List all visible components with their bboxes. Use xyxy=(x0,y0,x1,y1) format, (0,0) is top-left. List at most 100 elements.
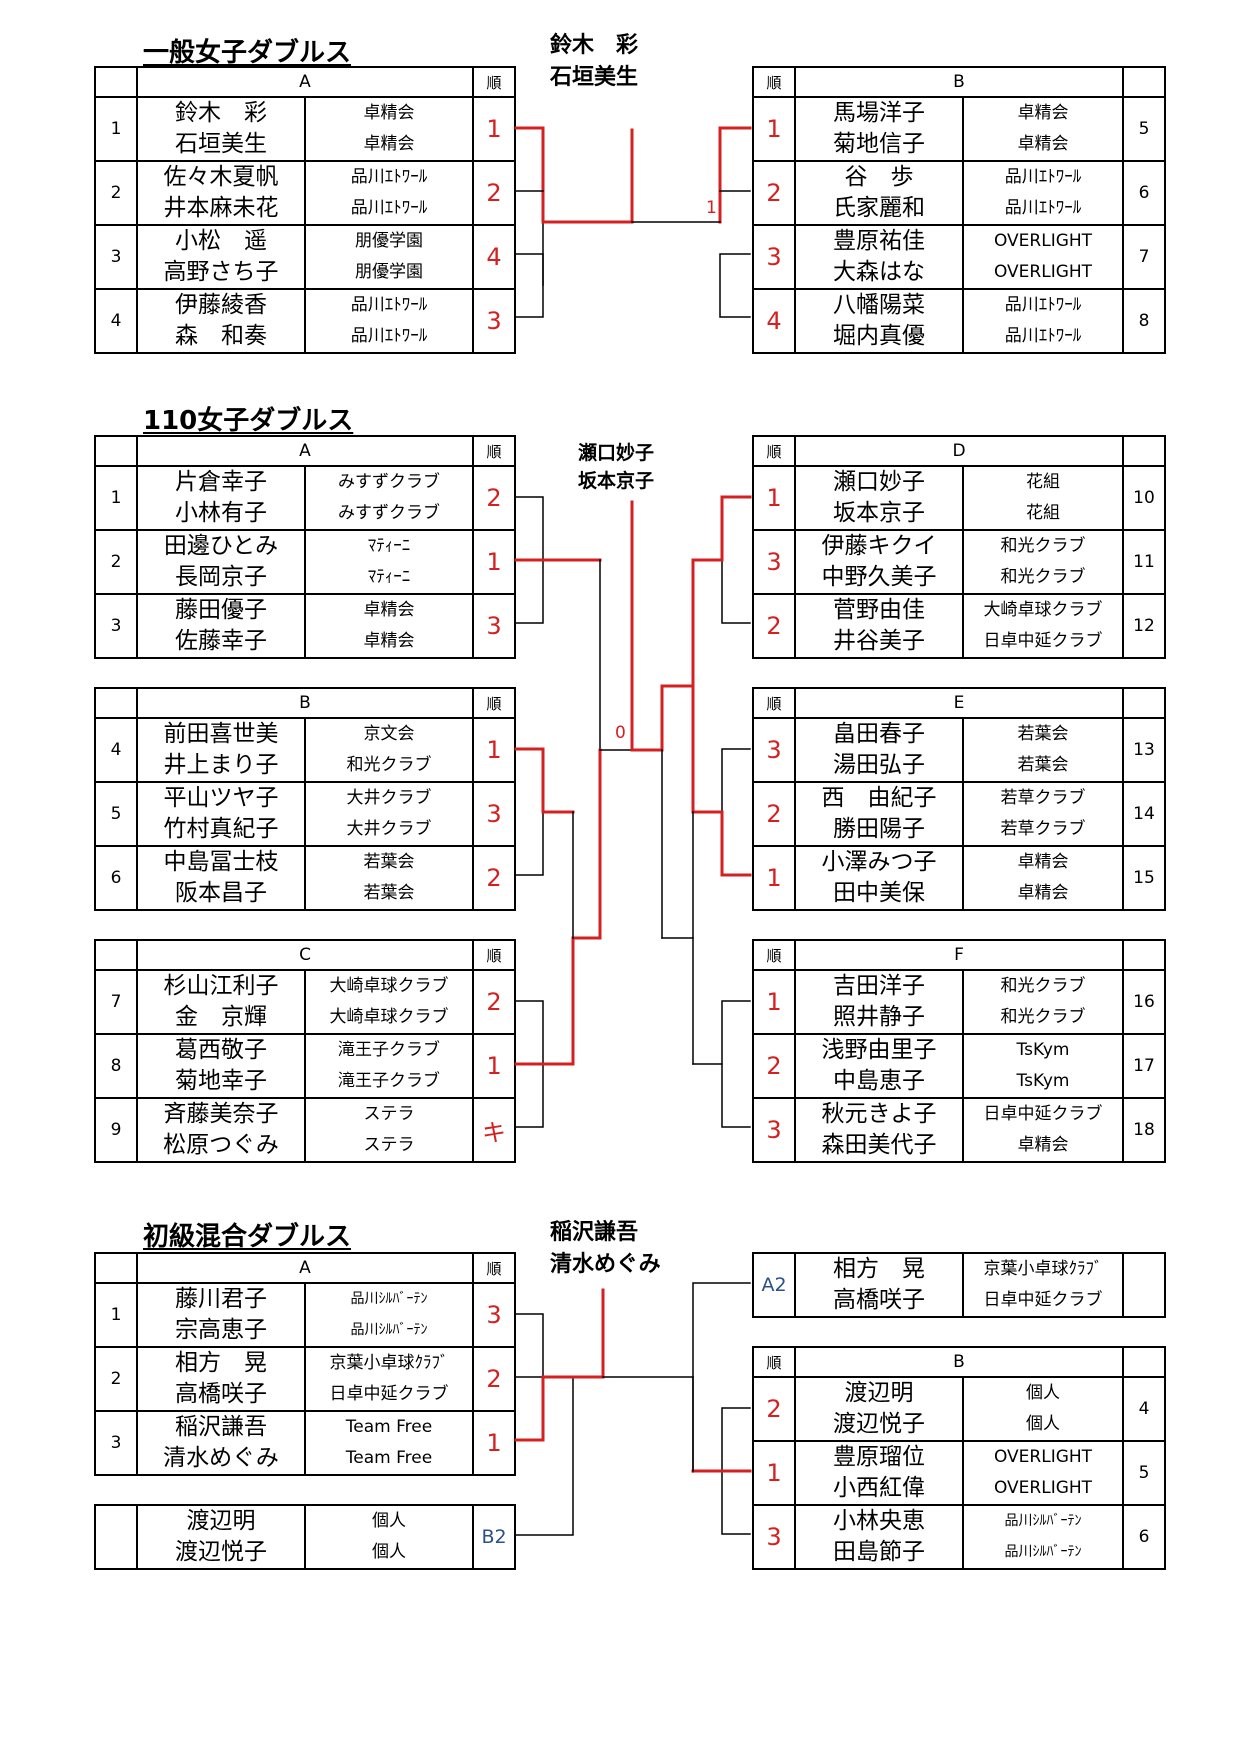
club-name: 和光クラブ xyxy=(1000,536,1086,556)
pool-table-110-b: B 順 4 前田喜世美井上まり子 京文会和光クラブ 1 5 平山ツヤ子竹村真紀子… xyxy=(94,687,516,911)
header-blank xyxy=(94,687,138,719)
player-name: 藤田優子 xyxy=(175,597,267,623)
pool-label: C xyxy=(136,939,474,971)
player-name: 井谷美子 xyxy=(833,628,925,654)
club-name: 卓精会 xyxy=(1017,1135,1069,1155)
pool-table-mixed-b: 順 B 2 渡辺明渡辺悦子 個人個人 4 1 豊原瑠位小西紅偉 OVERLIGH… xyxy=(752,1346,1166,1570)
entry-number: 17 xyxy=(1122,1033,1166,1099)
club-name: 京葉小卓球ｸﾗﾌﾞ xyxy=(329,1353,449,1373)
header-blank xyxy=(94,66,138,98)
table-row: 6 中島冨士枝阪本昌子 若葉会若葉会 2 xyxy=(94,845,516,911)
club-names: 大崎卓球クラブ日卓中延クラブ xyxy=(962,593,1124,659)
player-names: 田邊ひとみ長岡京子 xyxy=(136,529,306,595)
club-name: 花組 xyxy=(1026,503,1060,523)
club-name: 卓精会 xyxy=(1017,852,1069,872)
player-name: 氏家麗和 xyxy=(833,195,925,221)
table-row: 4 八幡陽菜堀内真優 品川ｴﾄﾜｰﾙ品川ｴﾄﾜｰﾙ 8 xyxy=(752,288,1166,354)
player-names: 佐々木夏帆井本麻未花 xyxy=(136,160,306,226)
club-names: 京葉小卓球ｸﾗﾌﾞ日卓中延クラブ xyxy=(962,1252,1124,1318)
entry-number: 5 xyxy=(94,781,138,847)
pool-table-110-f: 順 F 1 吉田洋子照井静子 和光クラブ和光クラブ 16 2 浅野由里子中島恵子… xyxy=(752,939,1166,1163)
player-names: 八幡陽菜堀内真優 xyxy=(794,288,964,354)
rank-value: 2 xyxy=(752,781,796,847)
rank-value: キ xyxy=(472,1097,516,1163)
rank-value: 1 xyxy=(752,96,796,162)
club-name: 和光クラブ xyxy=(346,755,432,775)
club-names: 卓精会卓精会 xyxy=(304,593,474,659)
rank-value: 2 xyxy=(752,593,796,659)
player-names: 瀬口妙子坂本京子 xyxy=(794,465,964,531)
player-name: 照井静子 xyxy=(833,1004,925,1030)
entry-number: 14 xyxy=(1122,781,1166,847)
pool-table-general-a: A 順 1 鈴木 彩石垣美生 卓精会卓精会 1 2 佐々木夏帆井本麻未花 品川ｴ… xyxy=(94,66,516,354)
rank-value: 2 xyxy=(472,845,516,911)
player-names: 渡辺明渡辺悦子 xyxy=(136,1504,306,1570)
entry-number: 4 xyxy=(94,288,138,354)
player-name: 斉藤美奈子 xyxy=(163,1101,279,1127)
player-name: 高橋咲子 xyxy=(175,1381,267,1407)
bracket-line xyxy=(721,748,751,876)
club-name: OVERLIGHT xyxy=(993,231,1093,251)
rank-value: 3 xyxy=(472,1282,516,1348)
player-name: 田島節子 xyxy=(833,1539,925,1565)
player-name: 石垣美生 xyxy=(175,131,267,157)
player-names: 畠田春子湯田弘子 xyxy=(794,717,964,783)
bracket-line xyxy=(514,126,545,224)
player-name: 長岡京子 xyxy=(175,564,267,590)
club-names: 滝王子クラブ滝王子クラブ xyxy=(304,1033,474,1099)
bracket-line xyxy=(719,253,751,318)
player-names: 西 由紀子勝田陽子 xyxy=(794,781,964,847)
player-name: 瀬口妙子 xyxy=(833,469,925,495)
player-name: 葛西敬子 xyxy=(175,1037,267,1063)
player-names: 斉藤美奈子松原つぐみ xyxy=(136,1097,306,1163)
club-name: 京葉小卓球ｸﾗﾌﾞ xyxy=(983,1259,1103,1279)
rank-value: 3 xyxy=(752,224,796,290)
qualifier-table-b2: 渡辺明渡辺悦子 個人個人 B2 xyxy=(94,1504,516,1570)
club-name: ﾏﾃｨｰﾆ xyxy=(367,567,411,587)
rank-header: 順 xyxy=(472,1252,516,1284)
player-name: 竹村真紀子 xyxy=(163,816,279,842)
player-name: 平山ツヤ子 xyxy=(163,785,279,811)
entry-number: 1 xyxy=(94,1282,138,1348)
club-name: 個人 xyxy=(1026,1414,1060,1434)
club-names: 和光クラブ和光クラブ xyxy=(962,529,1124,595)
player-name: 谷 歩 xyxy=(844,164,914,190)
club-names: 卓精会卓精会 xyxy=(962,96,1124,162)
club-names: 品川ｴﾄﾜｰﾙ品川ｴﾄﾜｰﾙ xyxy=(962,160,1124,226)
rank-header: 順 xyxy=(472,435,516,467)
club-names: 品川ｼﾙﾊﾞｰﾃﾝ品川ｼﾙﾊﾞｰﾃﾝ xyxy=(962,1504,1124,1570)
rank-value: 2 xyxy=(472,465,516,531)
player-name: 小林有子 xyxy=(175,500,267,526)
rank-value: 1 xyxy=(752,1440,796,1506)
player-name: 小林央恵 xyxy=(833,1508,925,1534)
club-name: 和光クラブ xyxy=(1000,567,1086,587)
winner-name-2: 坂本京子 xyxy=(578,469,655,492)
entry-number: 9 xyxy=(94,1097,138,1163)
club-name: 個人 xyxy=(372,1511,406,1531)
pool-table-110-c: C 順 7 杉山江利子金 京輝 大崎卓球クラブ大崎卓球クラブ 2 8 葛西敬子菊… xyxy=(94,939,516,1163)
player-name: 中島恵子 xyxy=(833,1068,925,1094)
player-name: 井本麻未花 xyxy=(163,195,279,221)
pool-table-general-b: 順 B 1 馬場洋子菊地信子 卓精会卓精会 5 2 谷 歩氏家麗和 品川ｴﾄﾜｰ… xyxy=(752,66,1166,354)
winner-name-2: 清水めぐみ xyxy=(550,1251,661,1277)
pool-table-mixed-a: A 順 1 藤川君子宗高恵子 品川ｼﾙﾊﾞｰﾃﾝ品川ｼﾙﾊﾞｰﾃﾝ 3 2 相方… xyxy=(94,1252,516,1476)
player-names: 相方 晃高橋咲子 xyxy=(794,1252,964,1318)
table-row: 4 前田喜世美井上まり子 京文会和光クラブ 1 xyxy=(94,717,516,783)
club-name: 若葉会 xyxy=(1017,755,1069,775)
club-name: 品川ｼﾙﾊﾞｰﾃﾝ xyxy=(1004,1513,1082,1529)
player-name: 松原つぐみ xyxy=(163,1132,279,1158)
section-title-110-womens: 110女子ダブルス xyxy=(143,406,354,436)
entry-number: 5 xyxy=(1122,96,1166,162)
player-name: 渡辺明 xyxy=(186,1508,256,1534)
entry-number: 2 xyxy=(94,160,138,226)
player-names: 豊原瑠位小西紅偉 xyxy=(794,1440,964,1506)
table-row: 3 伊藤キクイ中野久美子 和光クラブ和光クラブ 11 xyxy=(752,529,1166,595)
club-name: 卓精会 xyxy=(1017,883,1069,903)
bracket-line xyxy=(661,811,694,939)
bracket-line xyxy=(515,1376,574,1536)
pool-label: B xyxy=(794,1346,1124,1378)
rank-value: 2 xyxy=(752,160,796,226)
